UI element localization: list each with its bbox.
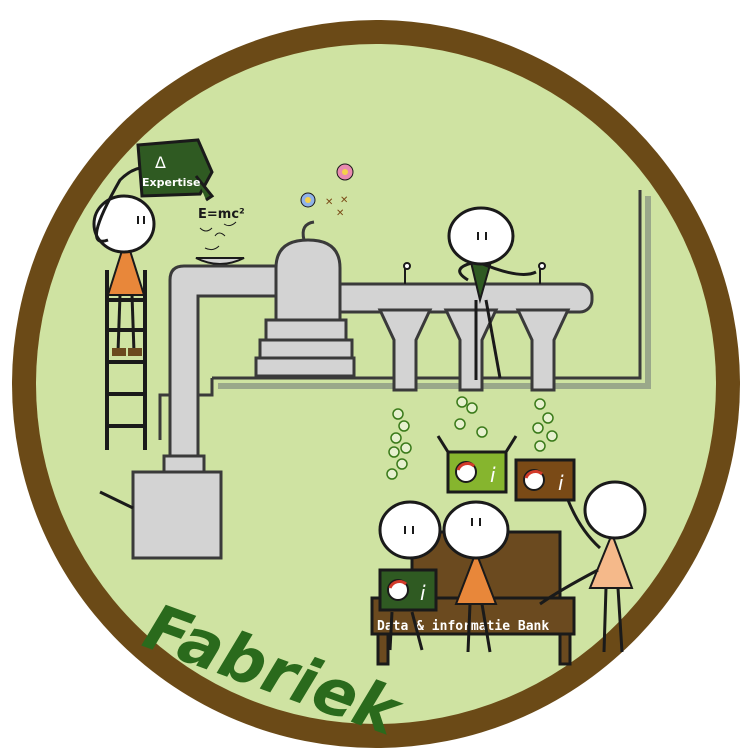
- svg-text:i: i: [420, 581, 426, 605]
- svg-text:✕: ✕: [325, 197, 333, 208]
- svg-text:i: i: [558, 471, 564, 495]
- formula-text: E=mc²: [198, 207, 245, 222]
- bank-label: Data & informatie Bank: [377, 619, 549, 634]
- svg-text:i: i: [490, 463, 496, 487]
- funnel-icon: [380, 310, 568, 390]
- svg-text:✕: ✕: [340, 195, 348, 206]
- expertise-symbol: Δ: [155, 153, 166, 172]
- expertise-canister-icon: Δ Expertise: [138, 140, 212, 200]
- expertise-label: Expertise: [142, 176, 200, 189]
- svg-text:✕: ✕: [336, 208, 344, 219]
